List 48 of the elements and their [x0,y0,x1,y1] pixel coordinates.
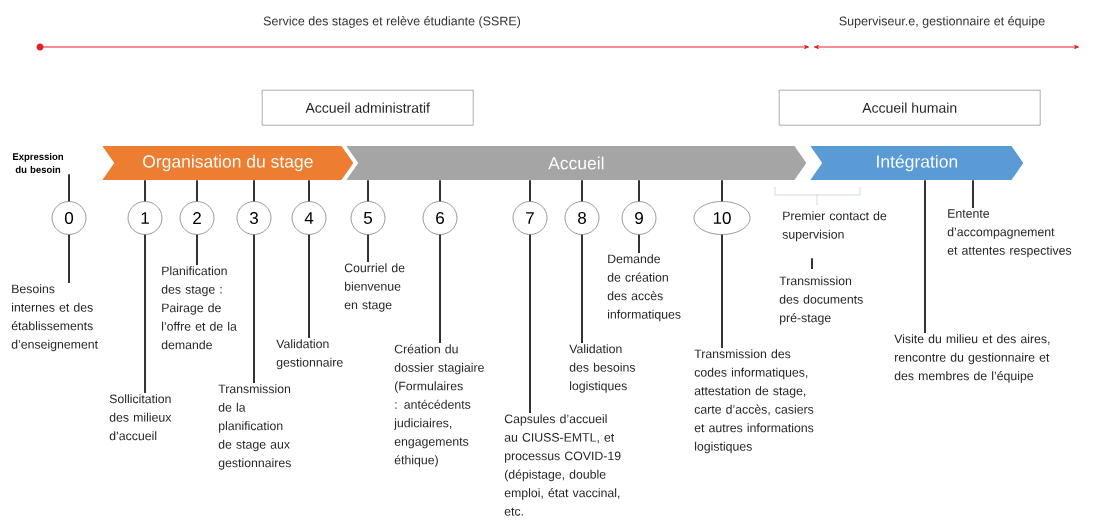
leader-line [811,257,813,270]
step-text: Besoins internes et des établissements d’enseignement [11,284,98,352]
step-text: Entente d’accompagnement et attentes respectives [947,209,1072,258]
tick-line [367,179,369,203]
tick-line [721,179,723,203]
leader-line [68,233,70,284]
tick-line [253,179,255,203]
leader-line [529,233,531,414]
phase-banner: Intégration [810,146,1024,180]
leader-line [308,233,310,339]
step-text: Création du dossier stagiaire (Formulaires : antécédents judiciaires, engagements éthique) [393,344,484,467]
phase-box: Accueil administratif [262,90,474,126]
header-text: Service des stages et relève étudiante (SSRE) [263,16,521,28]
step-text: Visite du milieu et des aires, rencontre du gestionnaire et des membres de l’équipe [894,334,1050,383]
tick-line [196,179,198,203]
step-text: Courriel de bienvenue en stage [344,263,405,312]
step-text: Demande de création des accès informatiques [607,254,681,322]
tick-line [529,179,531,203]
step-text: Transmission des codes informatiques, attestation de stage, carte d’accès, casiers et autres informations logistiques [694,349,814,454]
phase-banner: Organisation du stage [102,146,354,180]
leader-line [638,233,640,254]
leader-line [581,233,583,344]
step-text: Transmission des documents pré-stage [779,276,863,325]
step-text: Capsules d’accueil au CIUSS-EMTL, et processus COVID-19 (dépistage, double emploi, état vaccinal, etc. [504,414,621,516]
bare-text: Expression du besoin [13,153,64,173]
tick-line [68,173,70,203]
phase-banner: Accueil [346,146,807,180]
leader-line [924,179,926,334]
leader-line [196,233,198,266]
phase-box: Accueil humain [779,90,1041,126]
step-text: Premier contact de supervision [782,211,887,242]
leader-line [439,233,441,344]
leader-line [721,233,723,349]
step-text: Transmission de la planification de stage aux gestionnaires [218,384,291,470]
step-text: Sollicitation des milieux d’accueil [109,394,172,441]
leader-line [253,233,255,384]
header-text: Superviseur.e, gestionnaire et équipe [839,16,1045,28]
tick-line [144,179,146,203]
step-text: Validation des besoins logistiques [569,344,636,393]
tick-line [581,179,583,203]
tick-line [638,179,640,203]
leader-line [367,233,369,263]
tick-line [439,179,441,203]
step-text: Validation gestionnaire [276,339,343,370]
step-text: Planification des stage : Pairage de l’offre et de la demande [161,266,237,350]
leader-line [144,233,146,394]
leader-line [972,179,974,209]
tick-line [308,179,310,203]
